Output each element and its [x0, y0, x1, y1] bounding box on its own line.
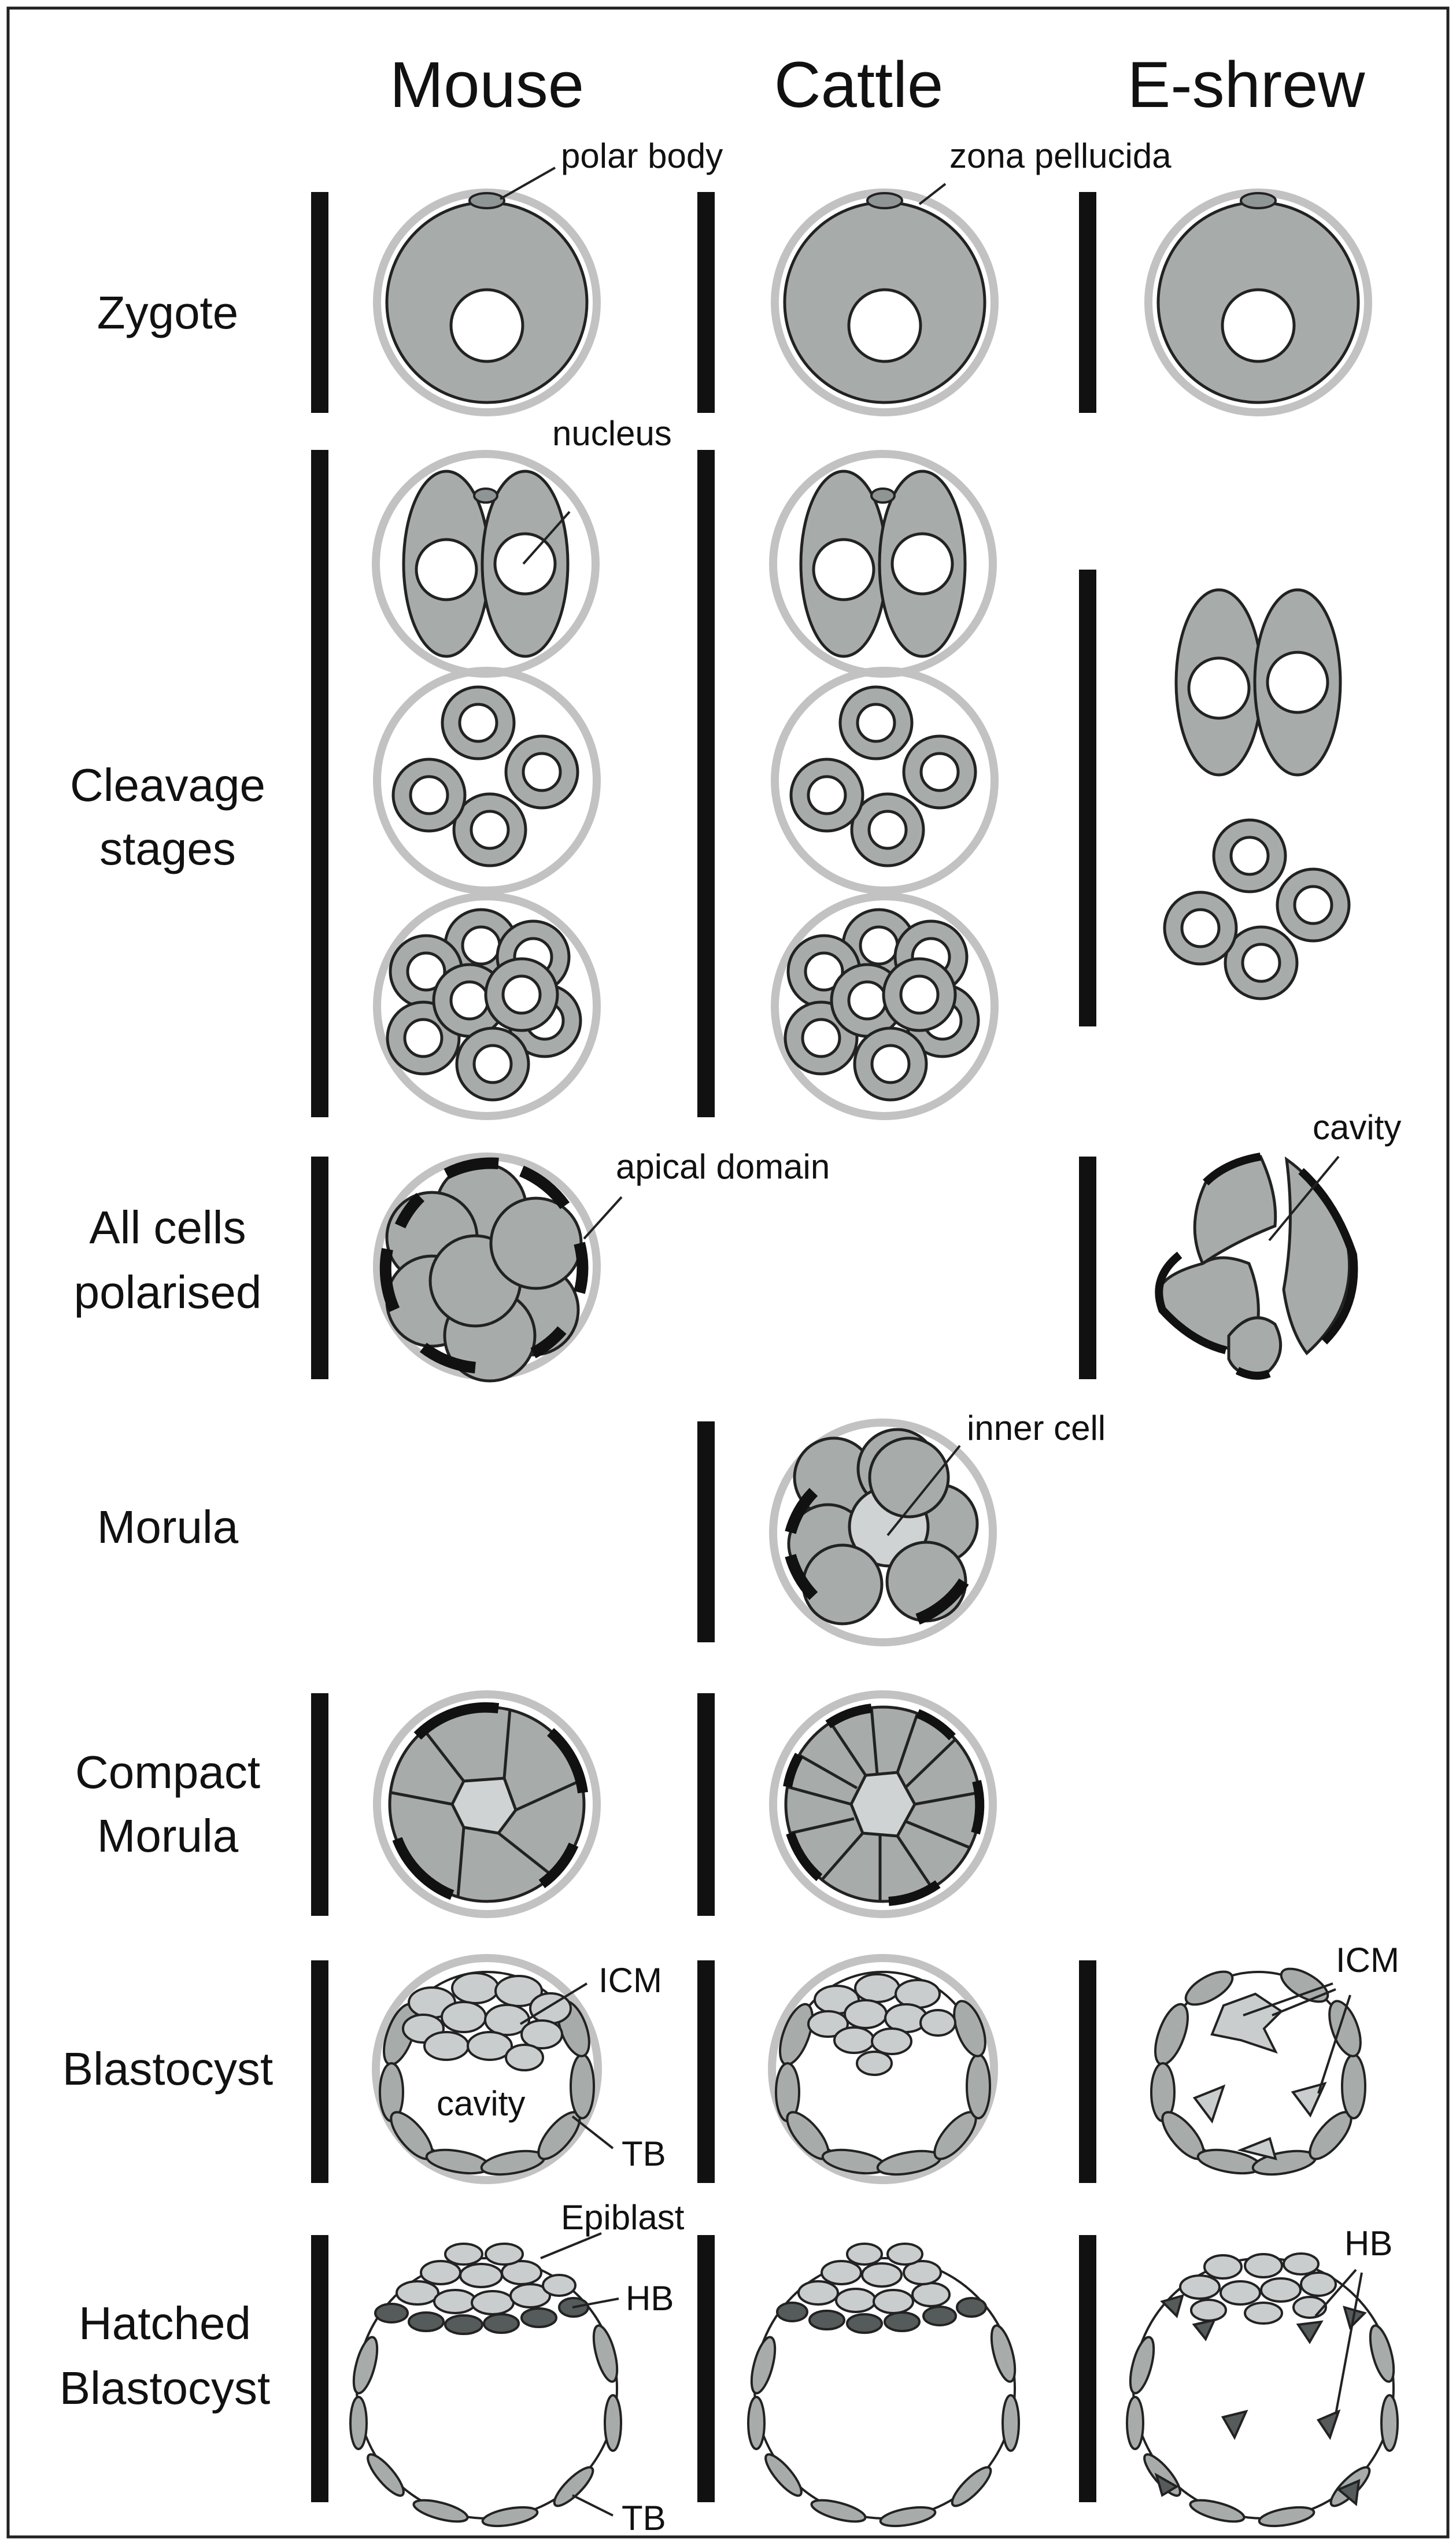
bar-eshrew-polarised [1079, 1157, 1096, 1379]
bar-eshrew-cleavage [1079, 570, 1096, 1026]
row-label-hatched-1: Hatched [79, 2297, 251, 2349]
row-label-cleavage-1: Cleavage [70, 759, 265, 811]
label-tb-hatched: TB [622, 2499, 666, 2537]
bar-eshrew-hatched [1079, 2235, 1096, 2502]
fourcell-mouse [373, 667, 601, 895]
column-header-eshrew: E-shrew [1128, 49, 1366, 121]
bar-mouse-polarised [311, 1157, 328, 1379]
hatched-blastocyst-eshrew [1126, 2252, 1399, 2528]
row-label-compact-2: Morula [97, 1810, 239, 1861]
zygote-eshrew [1148, 193, 1368, 412]
blastocyst-mouse [372, 1954, 602, 2184]
blastocyst-eshrew [1150, 1967, 1366, 2176]
eightcell-cattle [771, 892, 999, 1120]
row-label-blastocyst: Blastocyst [62, 2043, 274, 2095]
zygote-mouse [377, 193, 597, 412]
bar-cattle-hatched [697, 2235, 715, 2502]
fourcell-cattle [771, 667, 999, 895]
row-label-compact-1: Compact [75, 1746, 260, 1798]
bar-mouse-zygote [311, 192, 328, 413]
label-tb-mouse: TB [622, 2134, 666, 2173]
label-apical-domain: apical domain [616, 1147, 830, 1186]
polarised-mouse [373, 1153, 601, 1383]
row-label-polarised-2: polarised [74, 1266, 262, 1318]
column-header-mouse: Mouse [390, 49, 584, 121]
label-inner-cell: inner cell [967, 1409, 1106, 1447]
polarised-eshrew [1155, 1153, 1358, 1380]
bar-mouse-compact [311, 1693, 328, 1916]
bar-mouse-hatched [311, 2235, 328, 2502]
bar-cattle-blastocyst [697, 1960, 715, 2183]
bar-mouse-blastocyst [311, 1960, 328, 2183]
morula-cattle [769, 1419, 997, 1646]
hatched-blastocyst-cattle [747, 2243, 1020, 2528]
row-label-zygote: Zygote [97, 287, 239, 338]
zygote-cattle [775, 193, 995, 412]
eightcell-mouse [373, 892, 601, 1120]
twocell-mouse [372, 450, 600, 678]
blastocyst-cattle [768, 1954, 998, 2184]
row-label-morula: Morula [97, 1501, 239, 1553]
label-hb-eshrew: HB [1344, 2224, 1392, 2263]
label-zona-pellucida: zona pellucida [949, 136, 1172, 175]
label-hb-mouse: HB [626, 2279, 674, 2318]
twocell-cattle [769, 450, 997, 678]
label-icm-mouse: ICM [598, 1961, 662, 2000]
row-label-hatched-2: Blastocyst [60, 2362, 271, 2414]
row-label-polarised-1: All cells [89, 1202, 246, 1253]
label-nucleus: nucleus [552, 414, 672, 453]
twocell-eshrew [1176, 590, 1340, 775]
bar-cattle-zygote [697, 192, 715, 413]
bar-mouse-cleavage [311, 450, 328, 1117]
bar-cattle-compact [697, 1693, 715, 1916]
label-cavity-eshrew: cavity [1313, 1108, 1401, 1147]
row-label-cleavage-2: stages [99, 823, 236, 874]
fourcell-eshrew [1165, 820, 1349, 999]
bar-eshrew-zygote [1079, 192, 1096, 413]
label-icm-eshrew: ICM [1336, 1941, 1399, 1979]
compact-morula-cattle [769, 1690, 997, 1918]
hatched-blastocyst-mouse [349, 2243, 622, 2528]
column-header-cattle: Cattle [774, 49, 944, 121]
label-polar-body: polar body [561, 136, 723, 175]
label-cavity-mouse: cavity [437, 2084, 525, 2123]
bar-cattle-cleavage [697, 450, 715, 1117]
label-epiblast: Epiblast [561, 2198, 685, 2237]
bar-cattle-morula [697, 1421, 715, 1642]
compact-morula-mouse [373, 1690, 601, 1918]
stage-bars [311, 192, 1096, 2502]
bar-eshrew-blastocyst [1079, 1960, 1096, 2183]
figure-border [6, 6, 1450, 2539]
